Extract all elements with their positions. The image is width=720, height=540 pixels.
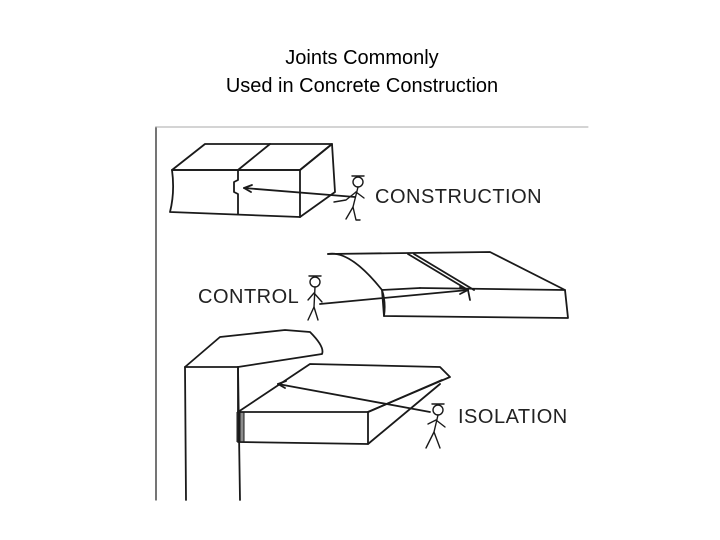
joints-figure: CONSTRUCTION CONTROL ISOLATION [150, 122, 590, 502]
construction-slab [169, 143, 336, 218]
control-slab [327, 251, 569, 319]
construction-worker-figure [333, 175, 365, 221]
isolation-label: ISOLATION [458, 406, 568, 428]
isolation-worker-figure [425, 403, 446, 449]
control-arrow [319, 286, 469, 305]
joints-drawing [155, 126, 589, 501]
control-label: CONTROL [198, 286, 300, 308]
isolation-wall [184, 329, 324, 501]
slide-title: Joints Commonly Used in Concrete Constru… [0, 44, 720, 100]
construction-arrow [243, 184, 356, 198]
slide-title-line-1: Joints Commonly [285, 47, 439, 69]
isolation-slab [236, 363, 451, 445]
construction-label: CONSTRUCTION [375, 186, 543, 208]
control-worker-figure [307, 275, 323, 321]
isolation-arrow [277, 380, 431, 413]
slide-title-line-2: Used in Concrete Construction [225, 75, 499, 97]
